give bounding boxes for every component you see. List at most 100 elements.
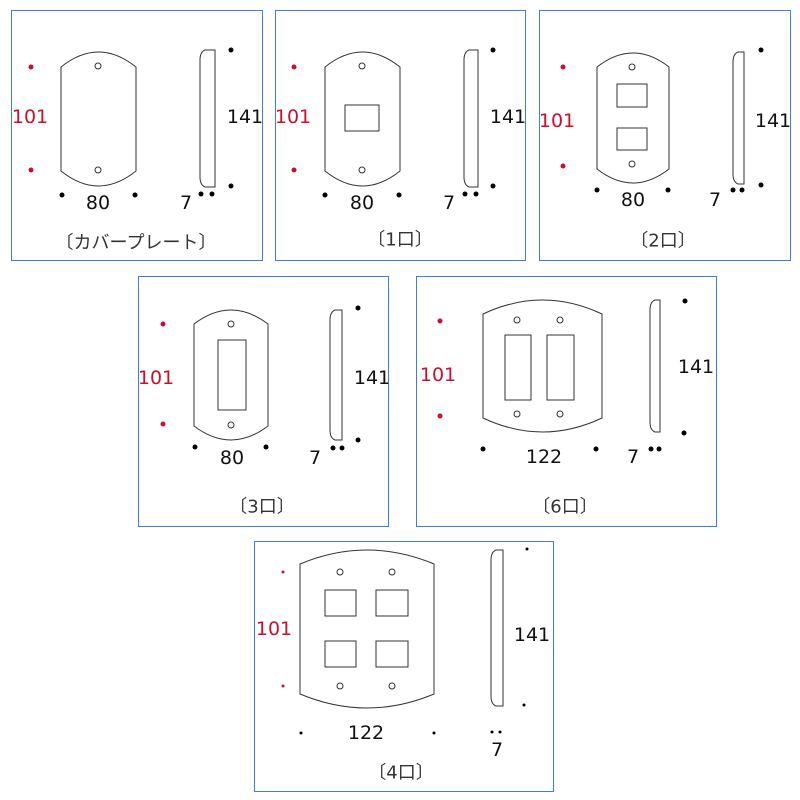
height-dimension-marker [281,570,285,574]
switch-opening [616,127,648,151]
screw-hole [513,316,521,324]
dimension-marker [396,192,402,198]
dimension-marker [228,47,234,53]
dimension-marker [490,47,496,53]
dimension-marker [739,187,745,193]
height-dimension-label: 101 [138,367,174,389]
dimension-marker [299,731,303,735]
total-height-dimension-label: 141 [490,106,526,128]
switch-opening [616,83,648,108]
dimension-marker [758,47,764,53]
dimension-marker [462,191,468,197]
depth-dimension-label: 7 [491,739,503,761]
depth-dimension-label: 7 [309,447,321,469]
total-height-dimension-label: 141 [354,367,390,389]
height-dimension-label: 101 [275,106,311,128]
dimension-marker [522,703,526,707]
screw-hole [388,568,396,576]
height-dimension-marker [437,318,443,324]
height-dimension-marker [28,64,34,70]
depth-dimension-label: 7 [180,192,192,214]
width-dimension-label: 122 [526,446,562,468]
screw-hole [513,410,521,418]
plate-side-view [329,309,343,441]
width-dimension-label: 80 [220,447,244,469]
screw-hole [556,410,564,418]
depth-dimension-label: 7 [709,189,721,211]
height-dimension-marker [291,167,297,173]
dimension-marker [656,446,662,452]
dimension-marker [355,305,361,311]
screw-hole [336,568,344,576]
panel-caption: 〔カバープレート〕 [56,233,217,254]
height-dimension-label: 101 [256,618,292,640]
total-height-dimension-label: 141 [755,110,791,132]
dimension-marker [209,191,215,197]
total-height-dimension-label: 141 [227,106,263,128]
switch-opening [375,589,409,617]
panel-caption: 〔4口〕 [368,763,433,784]
dimension-marker [593,446,599,452]
total-height-dimension-label: 141 [514,624,550,646]
height-dimension-marker [560,163,566,169]
dimension-marker [490,730,494,734]
total-height-dimension-label: 141 [678,356,714,378]
switch-opening [344,104,380,132]
screw-hole [227,421,235,429]
dimension-marker [648,446,654,452]
height-dimension-marker [281,684,285,688]
dimension-marker [198,191,204,197]
dimension-marker [480,446,486,452]
dimension-marker [490,183,496,189]
height-dimension-label: 101 [539,110,575,132]
dimension-marker [132,192,138,198]
screw-hole [94,166,102,174]
screw-hole [358,166,366,174]
screw-hole [227,320,235,328]
dimension-marker [681,430,687,436]
depth-dimension-label: 7 [443,192,455,214]
panel-caption: 〔2口〕 [630,231,695,252]
dimension-marker [594,187,600,193]
height-dimension-marker [560,64,566,70]
plate-panel: 101 141 80 7 〔1口〕 [275,10,526,261]
panel-caption: 〔6口〕 [532,497,597,518]
panel-caption: 〔3口〕 [229,497,294,518]
height-dimension-marker [28,167,34,173]
screw-hole [358,62,366,70]
height-dimension-marker [160,321,166,327]
width-dimension-label: 80 [350,192,374,214]
dimension-marker [59,192,65,198]
switch-opening [324,589,357,617]
height-dimension-marker [291,64,297,70]
dimension-marker [339,445,345,451]
switch-opening [324,640,357,668]
panel-caption: 〔1口〕 [367,230,432,251]
plate-front-view [60,51,137,187]
dimension-marker [322,192,328,198]
plate-front-view [299,549,435,709]
depth-dimension-label: 7 [627,446,639,468]
dimension-marker [263,444,269,450]
panel-frame [11,10,263,261]
dimension-marker [192,444,198,450]
dimension-marker [498,730,502,734]
dimension-marker [432,731,436,735]
dimension-marker [682,298,688,304]
dimension-marker [355,437,361,443]
plate-side-view [199,49,216,188]
screw-hole [388,682,396,690]
dimension-marker [665,187,671,193]
plate-front-view [482,299,603,433]
dimension-marker [730,187,736,193]
height-dimension-marker [437,413,443,419]
plate-side-view [732,51,745,185]
switch-opening [546,334,575,401]
plate-side-view [463,49,479,188]
dimension-marker [525,547,529,551]
switch-opening [375,640,409,668]
